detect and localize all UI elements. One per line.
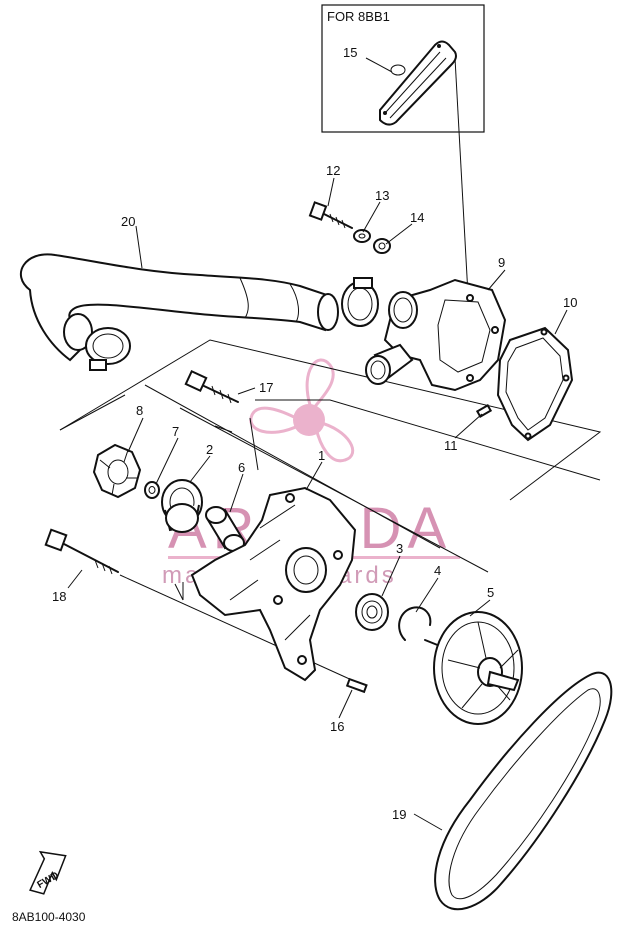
part-5-pulley bbox=[424, 611, 523, 725]
part-8-impeller bbox=[92, 443, 142, 499]
hose-clamp-right bbox=[341, 277, 379, 327]
callout-8: 8 bbox=[136, 403, 143, 418]
callout-9: 9 bbox=[498, 255, 505, 270]
part-14-washer bbox=[373, 238, 391, 254]
callout-19: 19 bbox=[392, 807, 406, 822]
callout-7: 7 bbox=[172, 424, 179, 439]
callout-11: 11 bbox=[444, 438, 458, 453]
part-11-dowel-pin bbox=[475, 404, 493, 418]
callout-1: 1 bbox=[318, 448, 325, 463]
callout-14: 14 bbox=[410, 210, 424, 225]
part-15-gasket bbox=[379, 40, 457, 126]
callout-13: 13 bbox=[375, 188, 389, 203]
inset-box: FOR 8BB1 bbox=[321, 4, 485, 133]
callout-4: 4 bbox=[434, 563, 441, 578]
callout-16: 16 bbox=[330, 719, 344, 734]
diagram-code: 8AB100-4030 bbox=[12, 910, 86, 924]
part-12-bolt bbox=[308, 201, 353, 229]
part-13-lock-washer bbox=[353, 229, 371, 243]
fwd-arrow-icon: FWD bbox=[29, 850, 67, 895]
part-1-pump-body bbox=[190, 486, 357, 682]
part-18-bolt bbox=[44, 528, 119, 575]
inset-title: FOR 8BB1 bbox=[327, 9, 390, 24]
callout-3: 3 bbox=[396, 541, 403, 556]
part-19-belt bbox=[434, 671, 613, 911]
part-16-pin bbox=[345, 677, 368, 694]
assembly-lines bbox=[59, 339, 602, 687]
callout-15: 15 bbox=[343, 45, 357, 60]
part-20-hose bbox=[19, 253, 339, 362]
part-4-circlip bbox=[398, 606, 432, 641]
part-17-bolt bbox=[184, 369, 239, 404]
callout-10: 10 bbox=[563, 295, 577, 310]
inset-leader bbox=[454, 57, 469, 296]
callout-labels: 15 12 13 14 20 9 10 11 17 8 7 2 6 1 18 3… bbox=[52, 45, 577, 822]
part-10-gasket bbox=[496, 326, 574, 442]
part-7-washer bbox=[144, 481, 160, 499]
part-9-housing-cover bbox=[365, 278, 507, 392]
part-2-seal bbox=[161, 479, 203, 533]
callout-6: 6 bbox=[238, 460, 245, 475]
callout-2: 2 bbox=[206, 442, 213, 457]
callout-18: 18 bbox=[52, 589, 66, 604]
hose-clamp-left bbox=[85, 327, 131, 371]
leader-lines bbox=[67, 57, 568, 831]
propeller-logo bbox=[249, 358, 355, 463]
callout-12: 12 bbox=[326, 163, 340, 178]
callout-5: 5 bbox=[487, 585, 494, 600]
part-3-bearing bbox=[355, 593, 389, 631]
callout-20: 20 bbox=[121, 214, 135, 229]
callout-17: 17 bbox=[259, 380, 273, 395]
